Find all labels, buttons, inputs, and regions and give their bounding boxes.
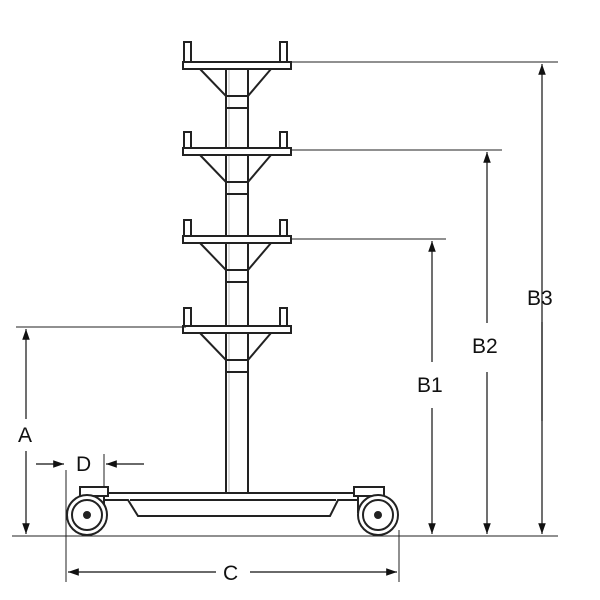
dimension-label-b1: B1 [417, 374, 443, 397]
extension-lines [12, 61, 558, 582]
tier [182, 307, 292, 373]
caster-wheel [66, 486, 109, 536]
dimension-label-b3: B3 [527, 287, 553, 310]
dimension-label-d: D [76, 453, 91, 476]
tier [182, 131, 292, 195]
base-frame [91, 492, 383, 517]
dimension-label-a: A [18, 424, 32, 447]
dimension-label-b2: B2 [472, 335, 498, 358]
caster-wheel [353, 486, 399, 536]
tier [182, 41, 292, 109]
tier [182, 219, 292, 283]
dimension-label-c: C [223, 562, 238, 585]
dimension-lines [22, 64, 546, 576]
column [225, 65, 249, 495]
